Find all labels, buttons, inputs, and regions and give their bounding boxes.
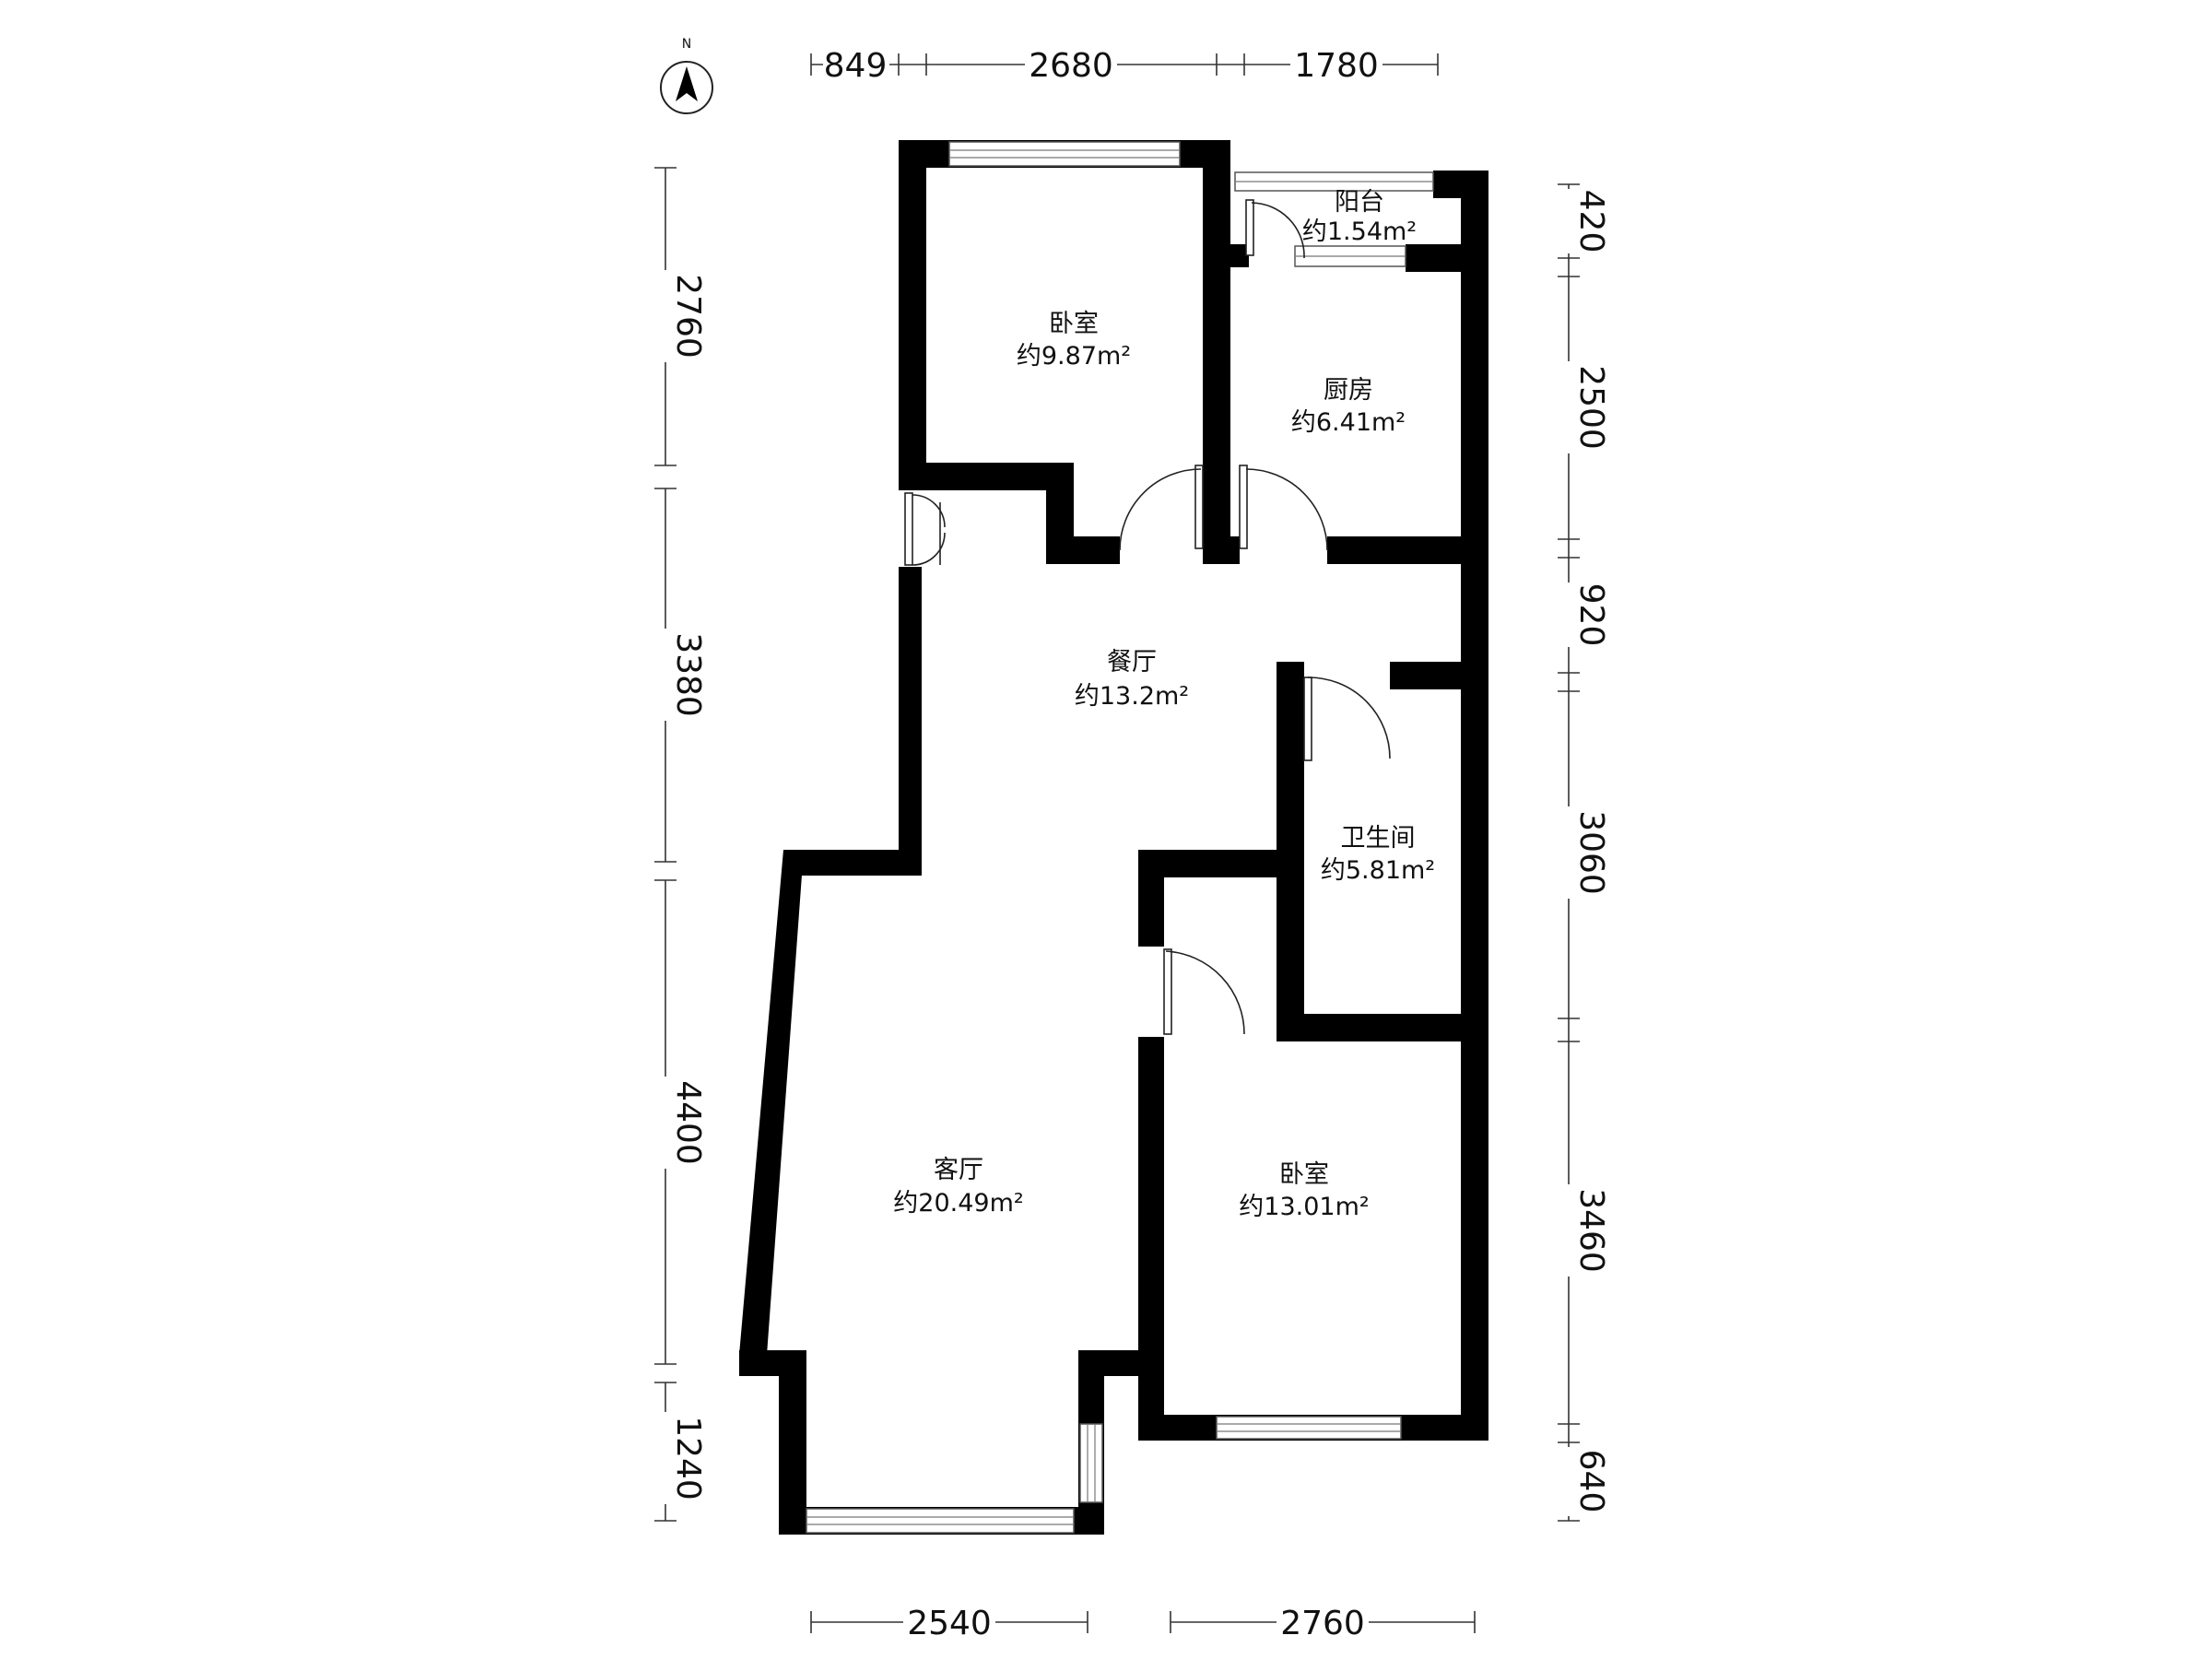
- door-entrance: [904, 492, 946, 566]
- door-bedroom2: [1163, 948, 1245, 1035]
- compass-north-label: N: [682, 37, 691, 52]
- dimension-label: 640: [1572, 1450, 1610, 1513]
- room-name: 客厅: [934, 1156, 983, 1184]
- room-name: 卧室: [1279, 1160, 1329, 1189]
- room-name: 卫生间: [1341, 824, 1416, 853]
- room-area: 约20.49m²: [893, 1189, 1023, 1218]
- room-area: 约5.81m²: [1321, 856, 1435, 885]
- north-compass-icon: N: [660, 37, 713, 114]
- room-name: 阳台: [1335, 188, 1384, 217]
- dimension-left: 2760 3380 4400 1240: [647, 167, 707, 1522]
- dimension-label: 920: [1572, 583, 1610, 647]
- dimension-label: 3380: [669, 632, 707, 717]
- room-area: 约9.87m²: [1017, 342, 1131, 371]
- dimension-right: 420 2500 920 3060 3460 640: [1550, 183, 1610, 1522]
- windows: [806, 141, 1434, 1534]
- dimension-label: 2760: [669, 274, 707, 359]
- room-dining: 餐厅 约13.2m²: [1075, 648, 1189, 711]
- dimension-label: 1780: [1294, 47, 1379, 85]
- window-living-bottom: [806, 1508, 1075, 1534]
- window-bedroom2: [1216, 1416, 1402, 1440]
- dimension-label: 3460: [1572, 1188, 1610, 1273]
- room-labels: 卧室 约9.87m² 阳台 约1.54m² 厨房 约6.41m² 餐厅 约13.…: [893, 188, 1435, 1221]
- room-area: 约1.54m²: [1302, 218, 1417, 246]
- room-name: 卧室: [1049, 310, 1099, 338]
- door-bathroom: [1303, 677, 1391, 761]
- dimension-label: 2680: [1029, 47, 1113, 85]
- dimension-top: 849 2680 1780: [810, 47, 1439, 85]
- room-area: 约6.41m²: [1291, 408, 1406, 437]
- room-bathroom: 卫生间 约5.81m²: [1321, 824, 1435, 885]
- window-bedroom1: [948, 141, 1181, 167]
- room-bedroom1: 卧室 约9.87m²: [1017, 310, 1131, 371]
- door-bedroom1: [1119, 465, 1204, 551]
- dimension-label: 2760: [1280, 1605, 1365, 1642]
- dimension-bottom: 2540 2760: [810, 1605, 1476, 1642]
- window-living-side: [1079, 1423, 1103, 1503]
- room-area: 约13.01m²: [1239, 1193, 1369, 1221]
- room-balcony: 阳台 约1.54m²: [1302, 188, 1417, 246]
- dimension-label: 2540: [907, 1605, 992, 1642]
- dimension-label: 4400: [669, 1080, 707, 1165]
- door-kitchen: [1239, 465, 1328, 551]
- room-bedroom2: 卧室 约13.01m²: [1239, 1160, 1369, 1221]
- room-name: 餐厅: [1107, 648, 1157, 677]
- dimension-label: 420: [1572, 190, 1610, 253]
- room-living: 客厅 约20.49m²: [893, 1156, 1023, 1218]
- room-area: 约13.2m²: [1075, 682, 1189, 711]
- room-kitchen: 厨房 约6.41m²: [1291, 376, 1406, 437]
- room-name: 厨房: [1324, 376, 1373, 405]
- dimension-label: 1240: [669, 1416, 707, 1500]
- dimension-label: 849: [824, 47, 888, 85]
- doors: [904, 199, 1391, 1035]
- door-balcony: [1245, 199, 1305, 259]
- dimension-label: 2500: [1572, 365, 1610, 450]
- dimension-label: 3060: [1572, 810, 1610, 895]
